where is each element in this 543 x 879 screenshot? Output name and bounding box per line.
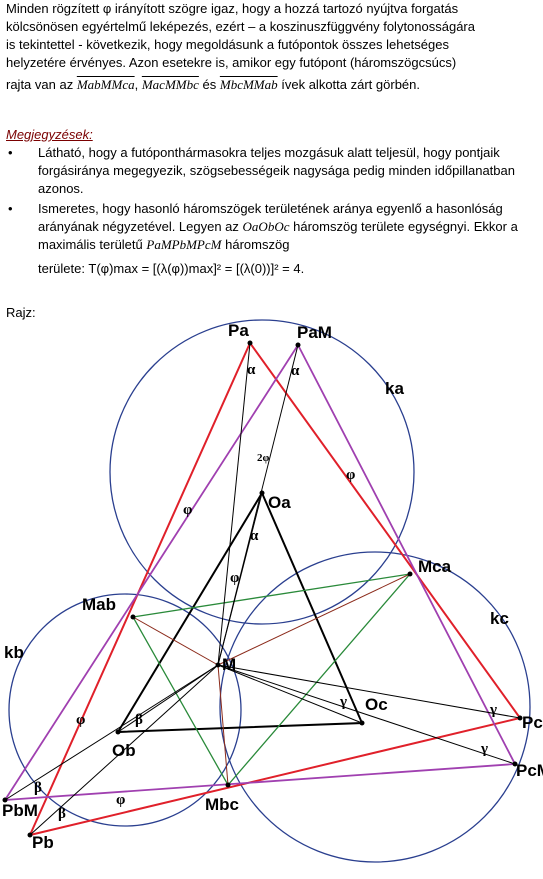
intro-line-3: is tekintettel - következik, hogy megold… bbox=[6, 37, 449, 52]
arc-separator-2: és bbox=[202, 77, 217, 92]
circle-kb bbox=[8, 593, 242, 827]
label-kb: kb bbox=[4, 643, 24, 662]
drawing-label: Rajz: bbox=[6, 305, 36, 320]
label-oc: Oc bbox=[365, 695, 388, 714]
triangle-pampbmpcm: PaMPbMPcM bbox=[146, 237, 222, 252]
triangle-oaoboc: OaObOc bbox=[242, 219, 290, 234]
angle-gamma-pc: γ bbox=[489, 702, 497, 718]
angle-alpha-pa: α bbox=[247, 362, 256, 378]
label-pbm: PbM bbox=[2, 801, 38, 820]
intro-line-1: Minden rögzített φ irányított szögre iga… bbox=[6, 1, 459, 16]
intro-line-4: helyzetére érvényes. Azon esetekre is, a… bbox=[6, 55, 457, 70]
intro-line-5: rajta van az MabMMca, MacMMbc és MbcMMab… bbox=[6, 76, 538, 94]
note-2-text-a: Ismeretes, hogy hasonló háromszögek terü… bbox=[38, 201, 503, 234]
angle-phi-pa-left: φ bbox=[183, 502, 192, 518]
label-pb: Pb bbox=[32, 833, 54, 852]
intro-paragraph: Minden rögzített φ irányított szögre iga… bbox=[6, 0, 538, 94]
geometry-figure: Pa PaM ka Oa Mca Mab kc kb M Oc Pc Ob Pc… bbox=[2, 319, 543, 863]
label-mab: Mab bbox=[82, 595, 116, 614]
arc-mab-mca: MabMMca bbox=[76, 77, 135, 92]
angle-alpha-pam: α bbox=[291, 363, 300, 379]
area-formula-line: területe: T(φ)max = [(λ(φ))max]² = [(λ(0… bbox=[38, 260, 538, 278]
note-2-text-c: háromszög bbox=[225, 237, 290, 252]
arc-mbc-mab: MbcMMab bbox=[219, 77, 278, 92]
notes-list: • Látható, hogy a futóponthármasokra tel… bbox=[6, 144, 538, 280]
angle-beta-pb: β bbox=[58, 806, 66, 822]
angle-gamma-pcm: γ bbox=[480, 741, 488, 757]
angle-phi-mab: φ bbox=[76, 712, 85, 728]
area-formula: T(φ)max = [(λ(φ))max]² = [(λ(0))]² = 4. bbox=[88, 261, 305, 276]
circle-kc bbox=[219, 551, 531, 863]
circle-ka bbox=[109, 319, 415, 625]
label-pc: Pc bbox=[522, 713, 543, 732]
arc-separator-1: , bbox=[134, 77, 139, 92]
angle-beta-ob: β bbox=[135, 712, 143, 728]
label-pam: PaM bbox=[297, 323, 332, 342]
angle-phi-center: φ bbox=[230, 570, 239, 586]
label-oa: Oa bbox=[268, 493, 291, 512]
triangle-pam-pbm-pcm bbox=[3, 343, 517, 802]
label-mbc: Mbc bbox=[205, 795, 239, 814]
triangle-oa-ob-oc bbox=[116, 490, 364, 734]
angle-phi-right: φ bbox=[346, 467, 355, 483]
note-2-text-b: háromszög területe egységnyi. Ekkor a ma… bbox=[38, 219, 518, 252]
angle-alpha-oa: α bbox=[250, 528, 259, 544]
label-pa: Pa bbox=[228, 321, 249, 340]
bullet-icon: • bbox=[8, 145, 13, 160]
angle-2phi: 2φ bbox=[257, 452, 270, 464]
label-mca: Mca bbox=[418, 557, 452, 576]
note-1-text: Látható, hogy a futóponthármasokra telje… bbox=[38, 145, 515, 196]
notes-title: Megjegyzések: bbox=[6, 127, 93, 142]
intro-line-5-start: rajta van az bbox=[6, 77, 74, 92]
note-item-2: • Ismeretes, hogy hasonló háromszögek te… bbox=[6, 200, 538, 278]
triangle-mab-mca-mbc bbox=[131, 573, 412, 787]
note-2-text-d: területe: bbox=[38, 261, 85, 276]
label-m: M bbox=[222, 655, 236, 674]
bullet-icon: • bbox=[8, 201, 13, 216]
angle-gamma-oc: γ bbox=[339, 694, 347, 710]
angle-beta-pbm: β bbox=[34, 780, 42, 796]
intro-line-5-end: ívek alkotta zárt görbén. bbox=[281, 77, 420, 92]
label-ob: Ob bbox=[112, 741, 136, 760]
angle-phi-bottom: φ bbox=[116, 792, 125, 808]
intro-line-2: kölcsönösen egyértelmű leképezés, ezért … bbox=[6, 19, 475, 34]
label-kc: kc bbox=[490, 609, 509, 628]
label-pcm: PcM bbox=[516, 761, 543, 780]
arc-mac-mbc: MacMMbc bbox=[141, 77, 199, 92]
label-ka: ka bbox=[385, 379, 404, 398]
note-item-1: • Látható, hogy a futóponthármasokra tel… bbox=[6, 144, 538, 198]
